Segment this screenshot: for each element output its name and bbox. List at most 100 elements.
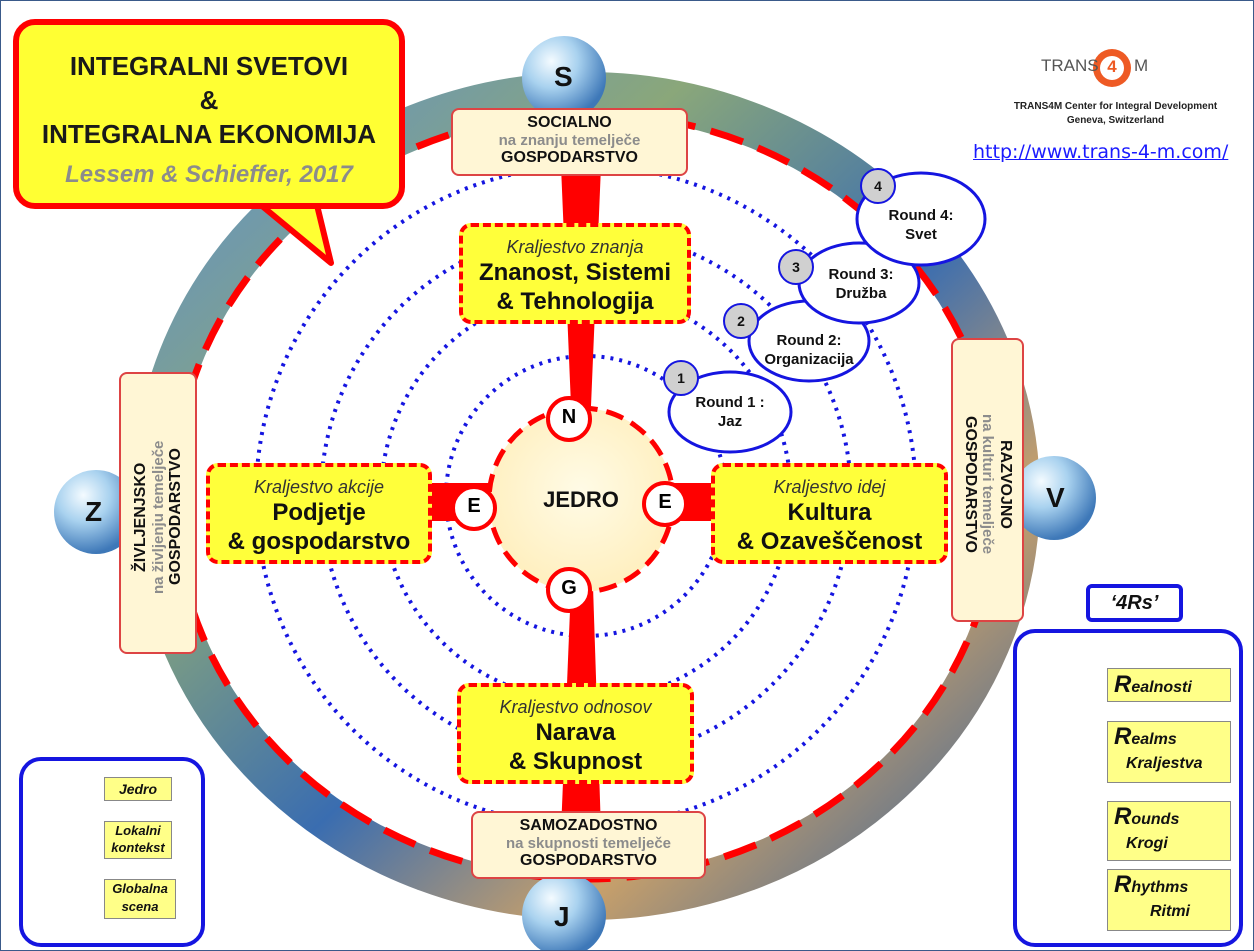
round-2-num: 2: [737, 313, 745, 329]
badge-e-right: [642, 481, 688, 527]
realm-knowledge-line1: Znanost, Sistemi: [478, 259, 672, 286]
world-bottom-box: SAMOZADOSTNO na skupnosti temelječe GOSP…: [471, 811, 706, 879]
round-1-label: Round 1 : Jaz: [677, 393, 783, 431]
legend-global-label: Globalna scena: [104, 879, 176, 919]
legend-rhythms-label: Rhythms Ritmi: [1107, 869, 1231, 931]
legend-rhythms-initial: R: [1114, 871, 1132, 898]
realm-knowledge-line2: & Tehnologija: [496, 288, 654, 315]
legend-realities-rest: ealnosti: [1131, 679, 1192, 696]
badge-e-left: [451, 485, 497, 531]
title-line-3: INTEGRALNA EKONOMIJA: [41, 119, 377, 149]
compass-west: Z: [85, 496, 103, 527]
website-link[interactable]: http://www.trans-4-m.com/: [973, 141, 1229, 163]
legend-rounds-initial: R: [1114, 803, 1132, 830]
realm-relations: Kraljestvo odnosov Narava & Skupnost: [457, 683, 694, 784]
world-top-title: SOCIALNO: [527, 114, 612, 131]
globe-south: [522, 873, 606, 950]
world-bottom-title: SAMOZADOSTNO: [519, 817, 658, 834]
world-right-box: RAZVOJNO na kulturi temelječe GOSPODARST…: [951, 338, 1024, 622]
core-e-right: E: [658, 491, 672, 513]
core-label: JEDRO: [543, 487, 619, 512]
round-3-badge: [778, 249, 814, 285]
legend-realms-label: Realms Kraljestva: [1107, 721, 1231, 783]
round-2-badge: [723, 303, 759, 339]
core-e-left: E: [467, 495, 481, 517]
round-4-label2: Svet: [905, 226, 937, 243]
legend-realities-label: Realnosti: [1107, 668, 1231, 702]
realm-action: Kraljestvo akcije Podjetje & gospodarstv…: [206, 463, 432, 564]
world-top-sub: na znanju temelječe: [498, 132, 641, 149]
legend-rounds-sl: Krogi: [1126, 835, 1168, 852]
legend-rhythms-sl: Ritmi: [1150, 903, 1190, 920]
legend-local-label2: kontekst: [111, 840, 165, 855]
legend-realms-sl: Kraljestva: [1126, 755, 1203, 772]
logo-location: Geneva, Switzerland: [1066, 115, 1165, 126]
legend-realms-initial: R: [1114, 723, 1132, 750]
round-1-oval: [667, 370, 793, 454]
title-box: INTEGRALNI SVETOVI & INTEGRALNA EKONOMIJ…: [13, 19, 405, 209]
realm-ideas-line1: Kultura: [787, 499, 872, 526]
round-1-num: 1: [677, 370, 685, 386]
legend-global-label2: scena: [121, 899, 159, 914]
legend-rounds-rest: ounds: [1131, 811, 1180, 828]
logo-org: TRANS4M Center for Integral Development: [1013, 101, 1218, 112]
realm-ideas-kingdom: Kraljestvo idej: [773, 477, 886, 497]
compass-east: V: [1046, 482, 1065, 513]
round-1-badge: [663, 360, 699, 396]
world-left-footer: GOSPODARSTVO: [166, 448, 184, 586]
round-3-num: 3: [792, 259, 800, 275]
round-1-label1: Round 1 :: [695, 394, 765, 411]
realm-ideas-line2: & Ozaveščenost: [736, 528, 923, 555]
title-line-2: &: [199, 85, 219, 115]
realm-action-line2: & gospodarstvo: [227, 528, 411, 555]
round-3-label1: Round 3:: [828, 266, 894, 283]
round-1-label2: Jaz: [717, 413, 743, 430]
round-4-label1: Round 4:: [888, 207, 954, 224]
world-bottom-sub: na skupnosti temelječe: [505, 835, 672, 852]
core-n: N: [561, 406, 577, 428]
realm-action-line1: Podjetje: [272, 499, 366, 526]
world-bottom-footer: GOSPODARSTVO: [520, 852, 657, 869]
round-2-label1: Round 2:: [776, 332, 842, 349]
logo-number: 4: [1107, 57, 1117, 76]
legend-realities-initial: R: [1114, 671, 1132, 698]
round-4-num: 4: [874, 178, 882, 194]
round-2-label: Round 2: Organizacija: [749, 331, 869, 369]
compass-south: J: [554, 901, 570, 932]
realm-action-kingdom: Kraljestvo akcije: [253, 477, 385, 497]
legend-rhythms-rest: hythms: [1131, 879, 1189, 896]
legend-realms-rest: ealms: [1131, 731, 1177, 748]
realm-knowledge-kingdom: Kraljestvo znanja: [506, 237, 644, 257]
title-authors: Lessem & Schieffer, 2017: [65, 161, 353, 188]
legend-local-label1: Lokalni: [115, 823, 161, 838]
globe-west: [54, 470, 138, 554]
round-3-label2: Družba: [835, 285, 887, 302]
world-left-sub: na življenju temelječe: [149, 440, 167, 594]
round-4-label: Round 4: Svet: [871, 206, 971, 244]
realm-knowledge: Kraljestvo znanja Znanost, Sistemi & Teh…: [459, 223, 691, 324]
world-top-box: SOCIALNO na znanju temelječe GOSPODARSTV…: [451, 108, 688, 176]
world-left-title: ŽIVLJENJSKO: [131, 462, 149, 572]
legend-global-label1: Globalna: [112, 881, 168, 896]
logo-inner: [1100, 56, 1124, 80]
globe-east: [1012, 456, 1096, 540]
compass-north: S: [554, 61, 573, 92]
legend-rounds-label: Rounds Krogi: [1107, 801, 1231, 861]
realm-relations-line2: & Skupnost: [508, 748, 643, 775]
realm-ideas: Kraljestvo idej Kultura & Ozaveščenost: [711, 463, 948, 564]
round-3-label: Round 3: Družba: [806, 265, 916, 303]
title-line-1: INTEGRALNI SVETOVI: [69, 51, 349, 81]
legend-core-label: Jedro: [104, 777, 172, 801]
world-right-footer: GOSPODARSTVO: [962, 415, 979, 553]
round-4-badge: [860, 168, 896, 204]
globe-north: [522, 36, 606, 120]
world-right-sub: na kulturi temelječe: [979, 413, 996, 555]
badge-g: [546, 567, 592, 613]
logo-right: M: [1134, 56, 1149, 75]
logo-left: TRANS: [1041, 56, 1099, 75]
world-top-footer: GOSPODARSTVO: [501, 149, 638, 166]
legend-local-label: Lokalni kontekst: [104, 821, 172, 859]
round-2-label2: Organizacija: [764, 351, 854, 368]
legend-right-heading: ‘4Rs’: [1086, 584, 1183, 622]
